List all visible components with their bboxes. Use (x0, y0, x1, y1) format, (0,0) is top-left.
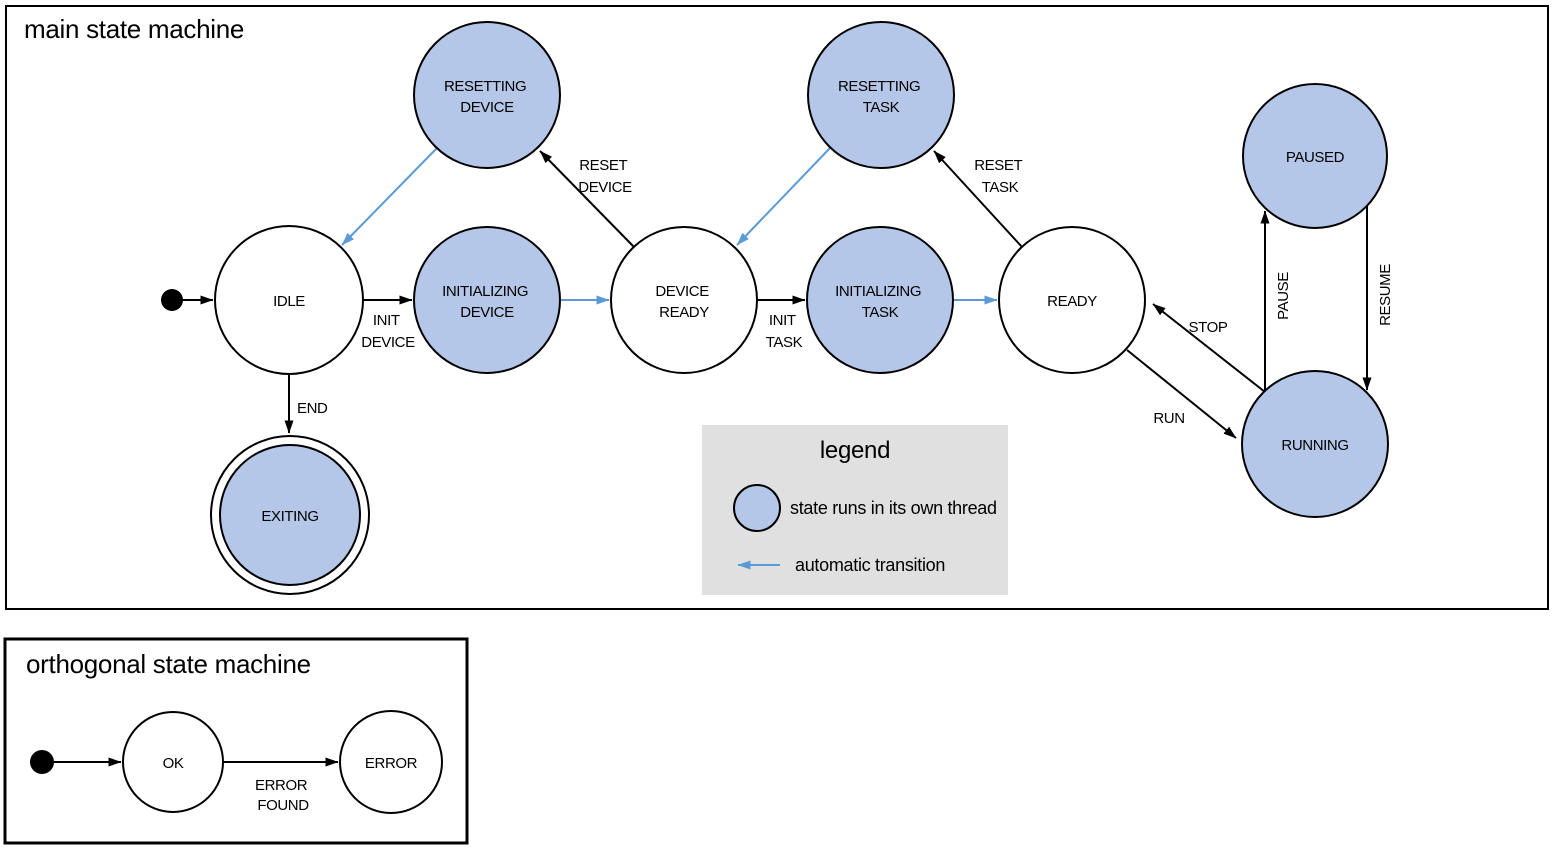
state-idle (214, 225, 364, 375)
orthogonal-state-machine-box (3, 637, 469, 845)
initial-state-dot (161, 289, 183, 311)
state-resetting-device-label: RESETTING DEVICE (444, 78, 530, 116)
transition-label-init-device: INIT DEVICE (361, 312, 415, 351)
legend-threaded-state-icon (733, 484, 781, 532)
state-initializing-task (806, 226, 954, 374)
state-ready-label: READY (1047, 293, 1097, 310)
state-idle-label: IDLE (273, 293, 305, 310)
transition-label-error-found: ERROR FOUND (255, 777, 311, 814)
edge-ready-resetting-task (933, 150, 1023, 248)
edge-resetting-device-idle-auto (341, 147, 438, 246)
transition-label-resume: RESUME (1377, 264, 1394, 326)
main-state-machine-box (5, 5, 1549, 610)
legend-thread-label: state runs in its own thread (790, 498, 997, 518)
state-initializing-device (413, 226, 561, 374)
state-error (339, 710, 443, 814)
legend-title: legend (820, 437, 890, 464)
transition-label-init-task: INIT TASK (766, 312, 803, 351)
state-resetting-device (413, 21, 561, 169)
edge-ready-running-run (1126, 349, 1237, 439)
edge-resetting-task-device-ready-auto (736, 147, 831, 246)
transition-label-pause: PAUSE (1275, 272, 1292, 320)
state-ok (122, 711, 224, 813)
transition-label-run: RUN (1153, 410, 1184, 427)
state-resetting-task (807, 21, 955, 169)
state-exiting (219, 444, 361, 586)
state-initializing-device-label: INITIALIZING DEVICE (442, 283, 532, 321)
state-initializing-task-label: INITIALIZING TASK (835, 283, 925, 321)
transition-label-stop: STOP (1189, 319, 1228, 336)
orthogonal-state-machine-title: orthogonal state machine (26, 649, 311, 679)
transition-label-end: END (297, 400, 328, 417)
state-resetting-task-label: RESETTING TASK (838, 78, 924, 116)
legend-auto-label: automatic transition (795, 555, 945, 575)
state-exiting-label: EXITING (261, 508, 318, 525)
state-running (1241, 370, 1389, 518)
edge-device-ready-resetting-device (539, 150, 635, 248)
orthogonal-initial-state-dot (30, 750, 54, 774)
transition-label-reset-device: RESET DEVICE (578, 157, 632, 196)
state-running-label: RUNNING (1281, 437, 1348, 454)
state-paused-label: PAUSED (1286, 149, 1345, 166)
state-device-ready-label: DEVICE READY (655, 283, 712, 321)
main-state-machine-title: main state machine (24, 14, 244, 44)
state-paused (1242, 83, 1388, 229)
state-device-ready (610, 226, 758, 374)
transition-label-reset-task: RESET TASK (974, 157, 1026, 196)
state-ok-label: OK (163, 755, 184, 772)
edge-running-ready-stop (1152, 303, 1266, 393)
state-ready (998, 226, 1146, 374)
state-error-label: ERROR (365, 755, 418, 772)
